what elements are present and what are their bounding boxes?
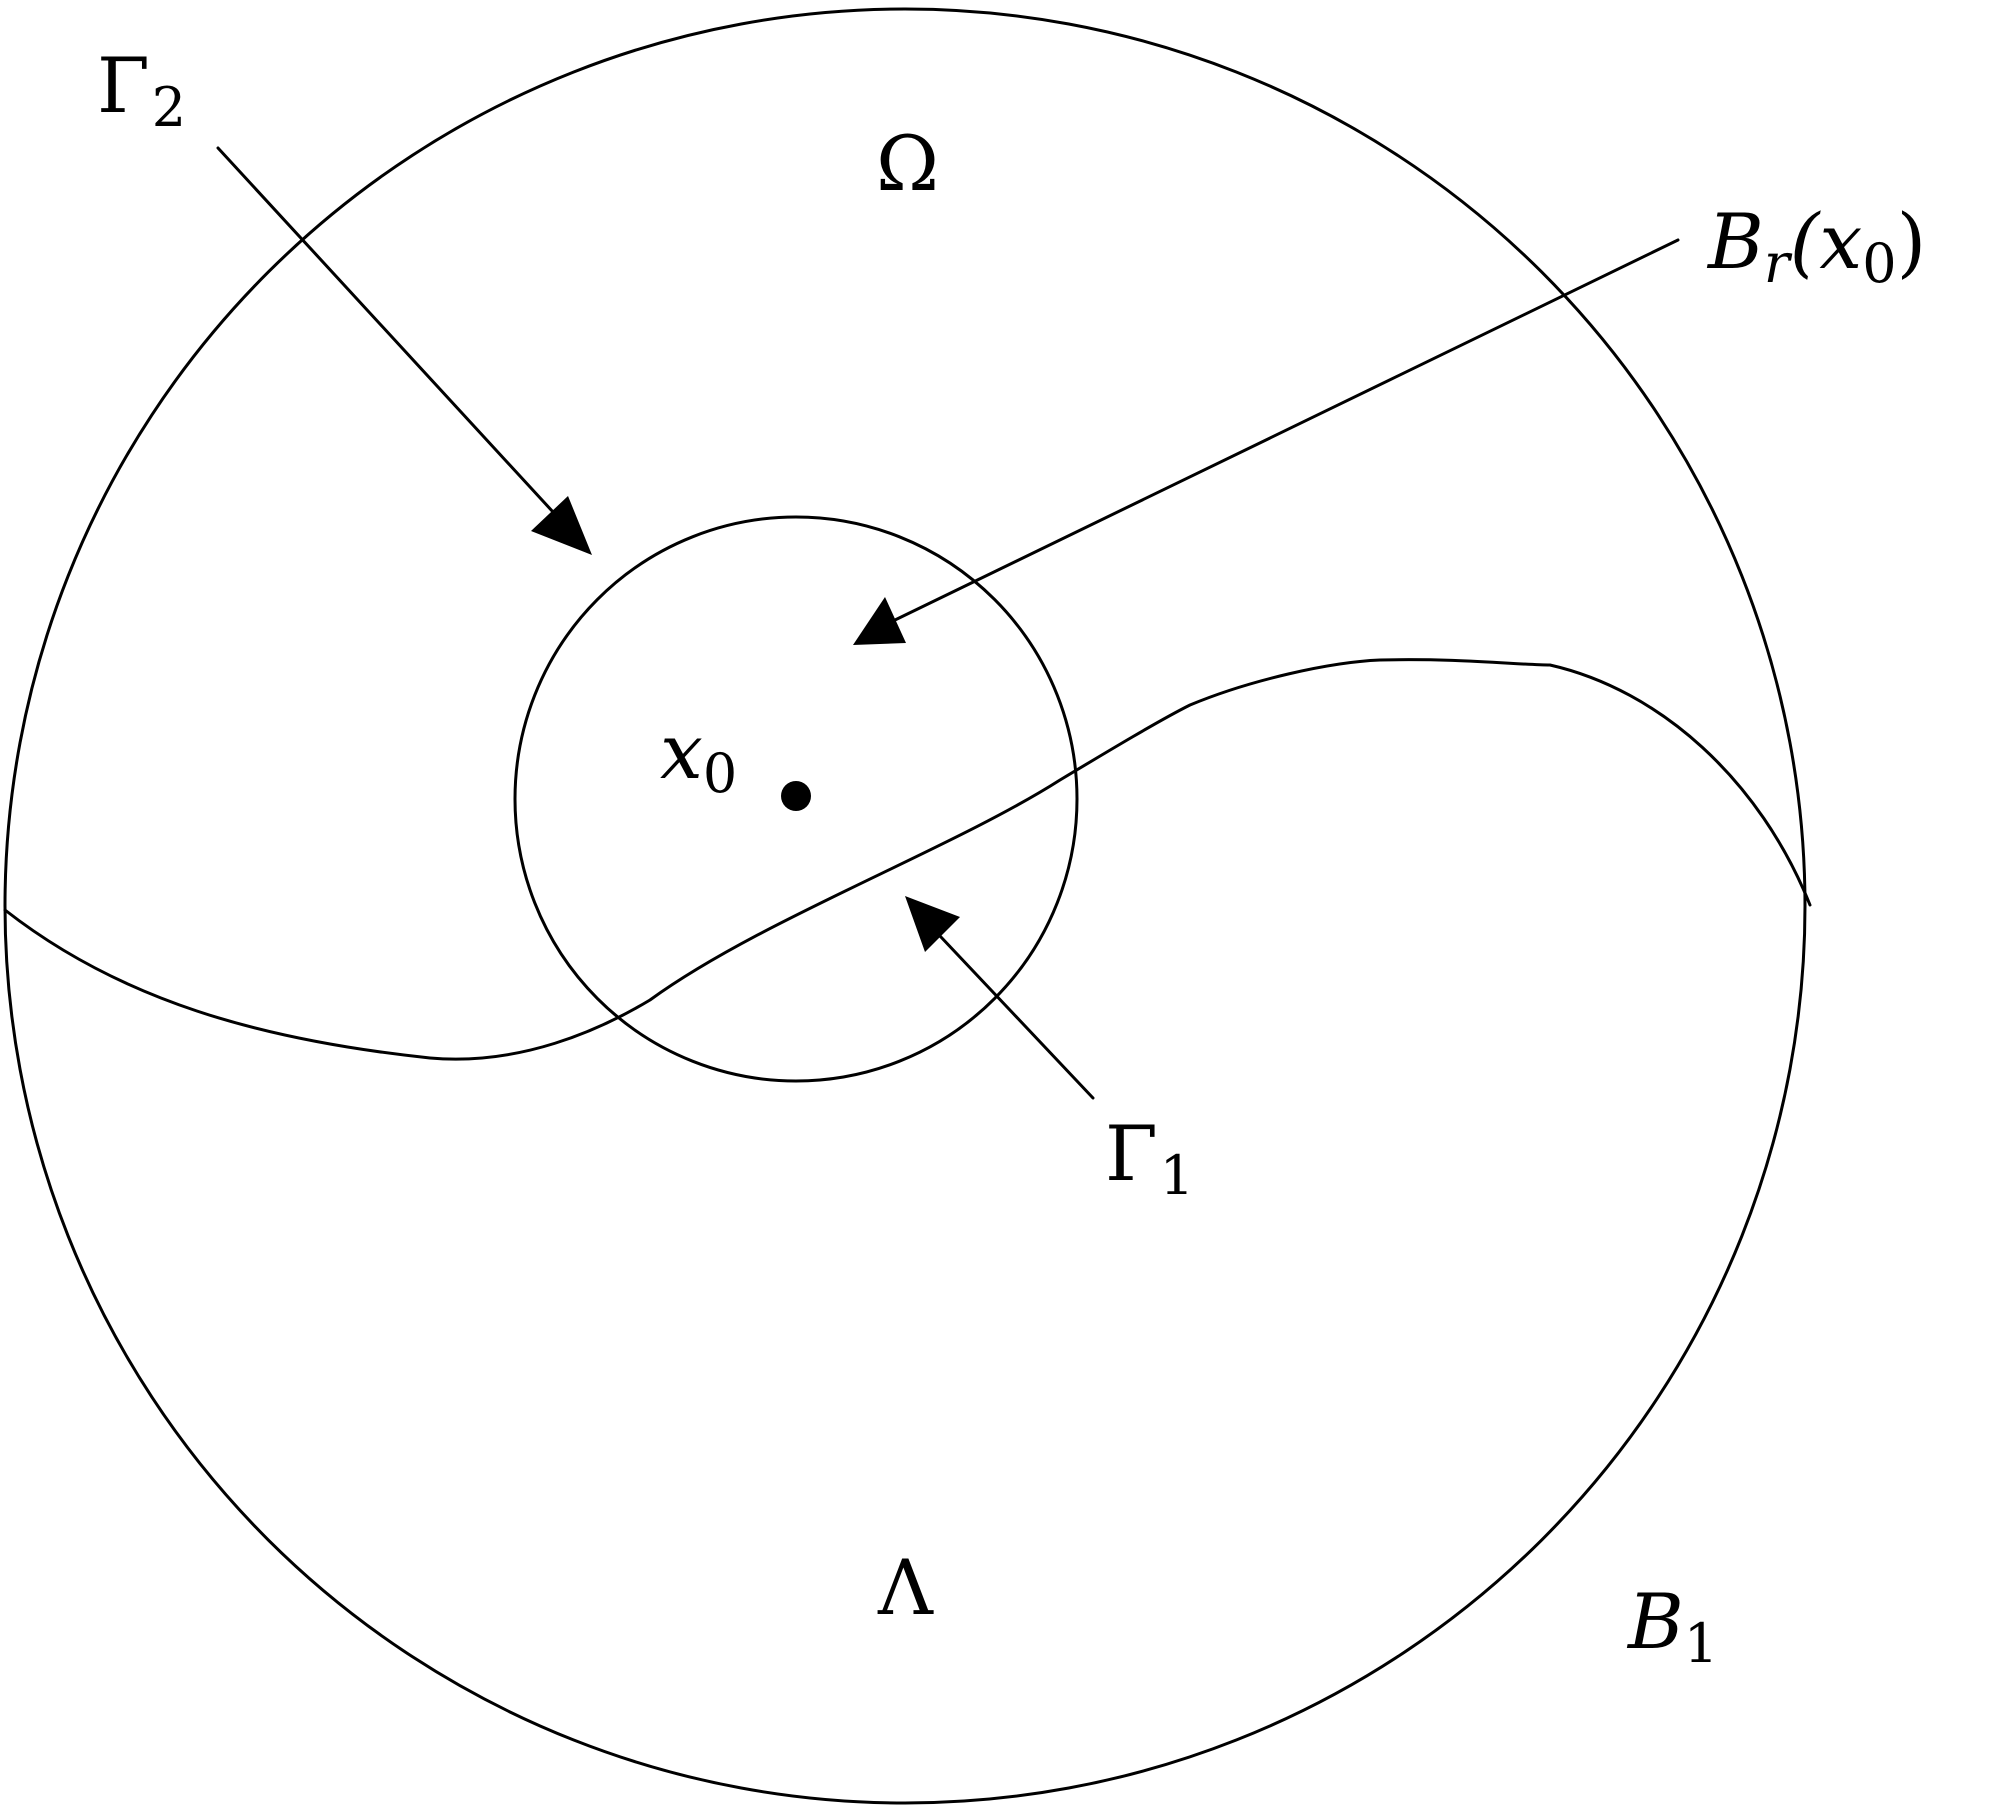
gamma1-arrow-head (905, 896, 960, 952)
label-lambda: Λ (877, 1543, 934, 1632)
outer-ball-b1 (3, 7, 1807, 1805)
label-x0: x0 (660, 707, 737, 805)
inner-ball-br (513, 515, 1079, 1083)
label-gamma2: Γ2 (97, 41, 186, 139)
gamma2-arrow-shaft (216, 146, 567, 527)
label-gamma1: Γ1 (1105, 1109, 1194, 1207)
gamma2-arrow-head (531, 496, 592, 555)
label-br: Br(x0) (1706, 197, 1926, 295)
free-boundary-curve (3, 658, 1812, 1061)
x0-point (781, 781, 811, 811)
label-b1: B1 (1626, 1577, 1718, 1675)
br-arrow-head (853, 597, 906, 645)
label-omega: Ω (876, 119, 939, 208)
br-arrow-shaft (893, 238, 1680, 622)
gamma1-arrow-shaft (938, 934, 1095, 1100)
